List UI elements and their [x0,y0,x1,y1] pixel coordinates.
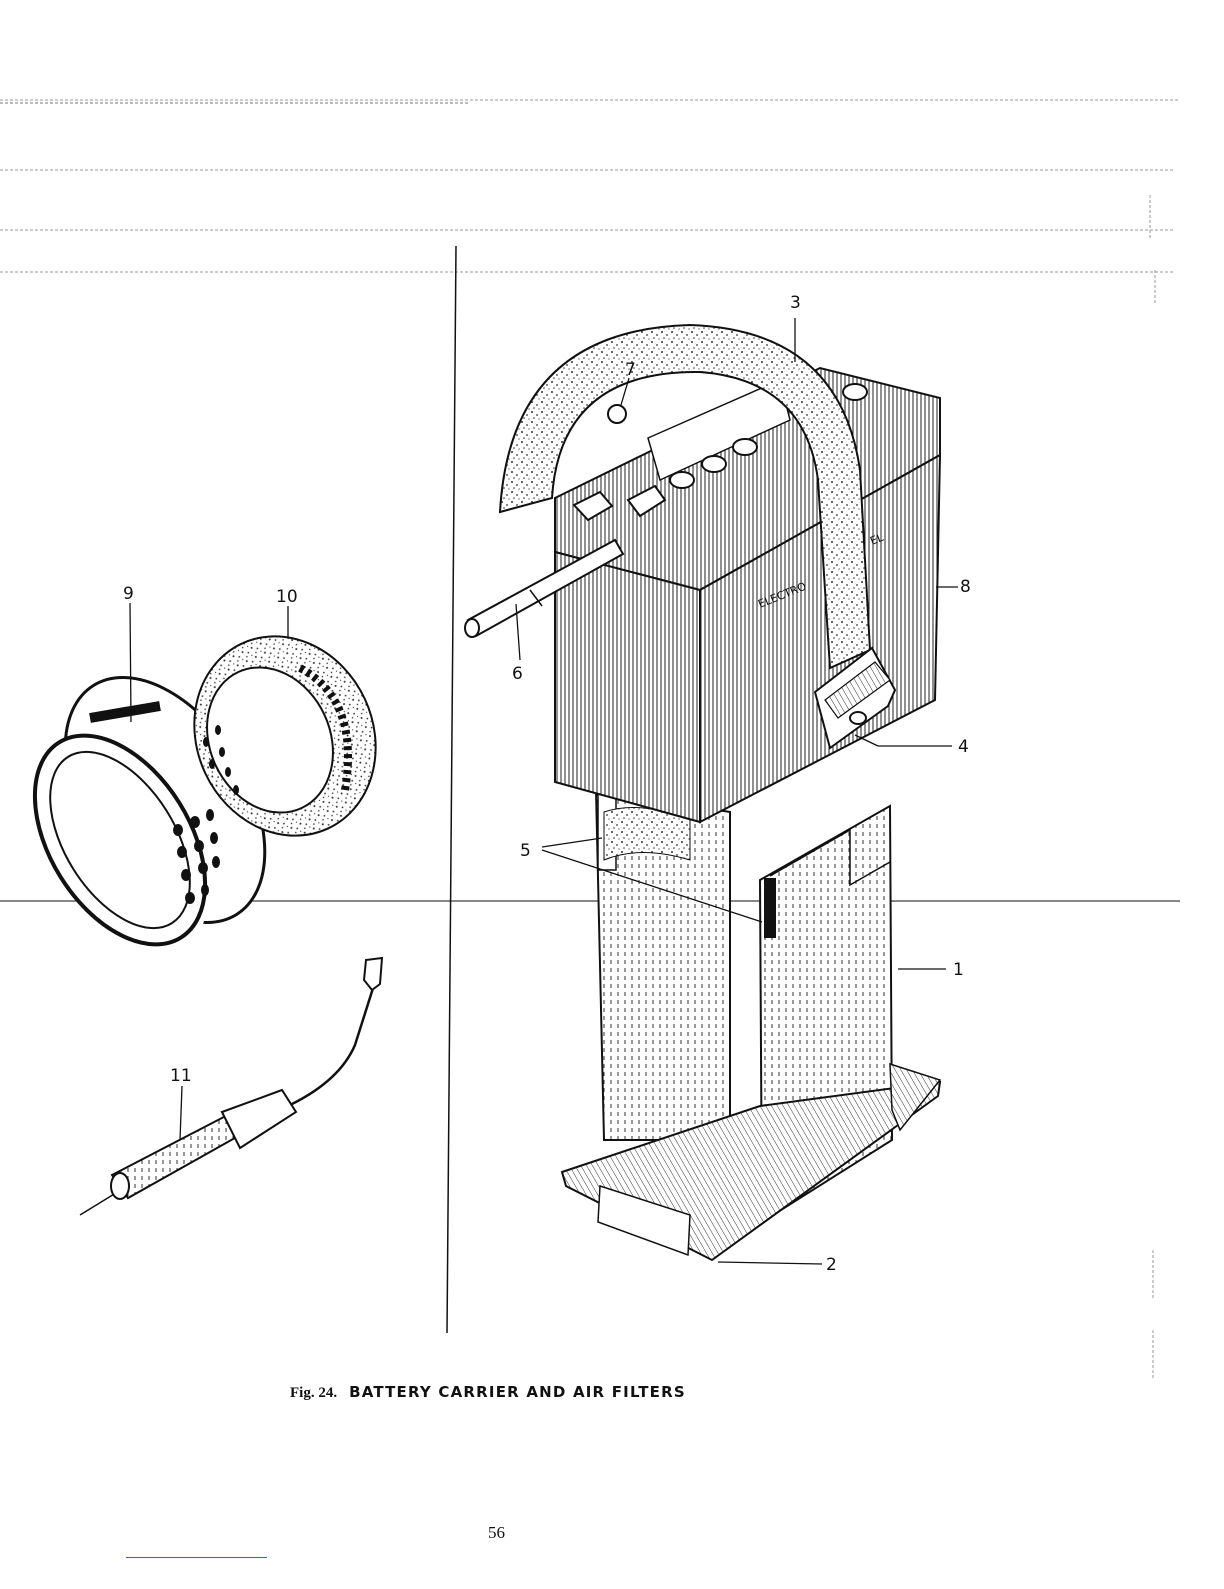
callout-1: 1 [953,960,964,980]
figure-number: Fig. 24. [290,1385,337,1401]
callout-7: 7 [625,360,636,380]
callout-6: 6 [512,664,523,684]
link-underline [126,1557,267,1558]
figure-title: BATTERY CARRIER AND AIR FILTERS [349,1383,686,1401]
callout-8: 8 [960,577,971,597]
callout-9: 9 [123,584,134,604]
callout-2: 2 [826,1255,837,1275]
battery-part: ELECTRO EL [555,368,940,822]
page-number: 56 [488,1523,505,1543]
callout-11: 11 [170,1066,192,1086]
figure-caption: Fig. 24. BATTERY CARRIER AND AIR FILTERS [290,1383,686,1402]
callout-4: 4 [958,737,969,757]
fuse-holder-part [80,958,382,1215]
battery-carrier-part [562,790,940,1260]
callout-5: 5 [520,841,531,861]
callout-3: 3 [790,293,801,313]
callout-10: 10 [276,587,298,607]
